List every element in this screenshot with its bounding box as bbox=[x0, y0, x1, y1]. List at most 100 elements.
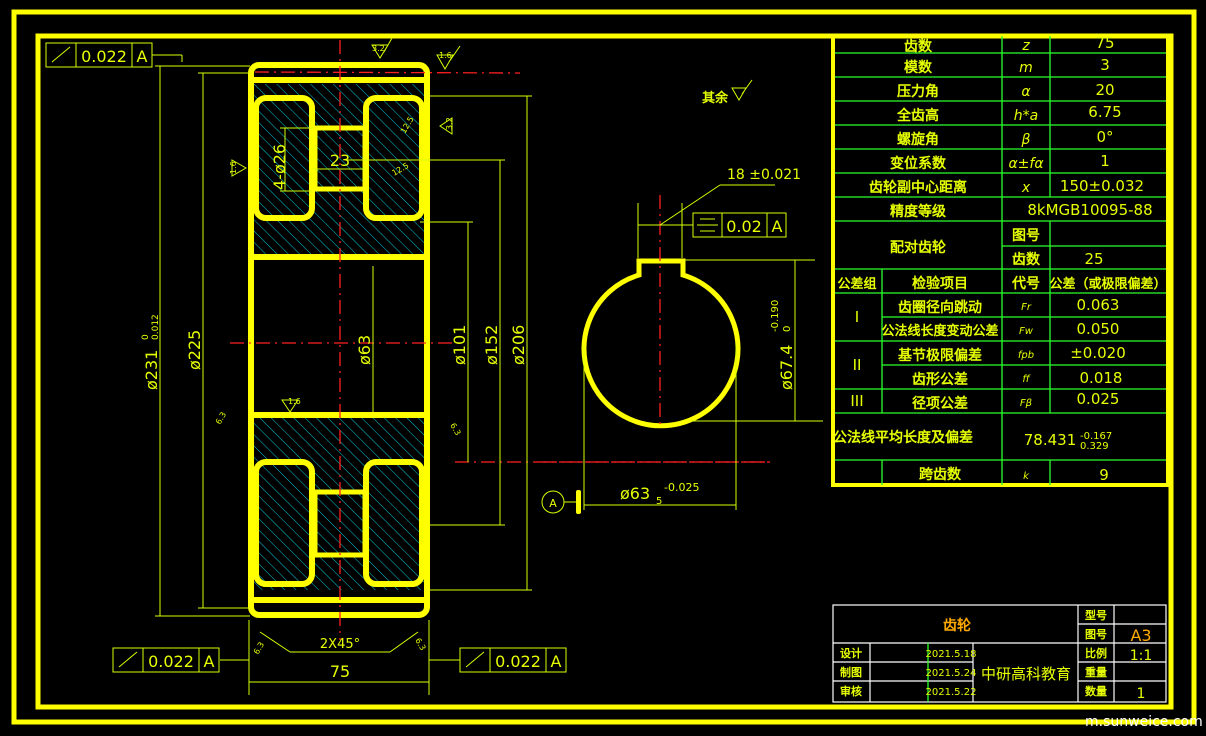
param-label: 螺旋角 bbox=[897, 131, 939, 148]
role-label: 设计 bbox=[840, 646, 862, 660]
inspection-value: 0.025 bbox=[1077, 390, 1120, 408]
roughness-icon bbox=[281, 399, 299, 413]
dim-23: 23 bbox=[330, 151, 350, 170]
param-symbol: β bbox=[1021, 132, 1031, 148]
roughness-value: 6.3 bbox=[448, 422, 462, 438]
qty-label: 数量 bbox=[1085, 684, 1107, 698]
roughness-value: 1.6 bbox=[229, 161, 238, 174]
param-value: 150±0.032 bbox=[1060, 177, 1144, 195]
dim-d231-upper: 0 bbox=[141, 334, 151, 340]
weight-label: 重量 bbox=[1085, 665, 1107, 679]
group-number: III bbox=[850, 392, 863, 410]
roughness-value: 6.3 bbox=[413, 637, 427, 653]
role-date: 2021.5.24 bbox=[926, 668, 977, 679]
roughness-value: 3.2 bbox=[445, 117, 454, 130]
param-symbol: α bbox=[1021, 84, 1031, 100]
runout-tolerance-frame: 0.022 A bbox=[459, 647, 567, 673]
datum-letter: A bbox=[772, 217, 783, 236]
drawing-size: A3 bbox=[1130, 626, 1151, 645]
inspection-code: Fβ bbox=[1020, 398, 1033, 409]
runout-tolerance-frame: 0.022 A bbox=[45, 42, 153, 68]
roughness-icon bbox=[231, 159, 248, 177]
runout-arrow-icon bbox=[51, 46, 71, 63]
common-normal-value: 78.431 bbox=[1024, 431, 1077, 449]
accuracy-label: 精度等级 bbox=[890, 203, 947, 220]
roughness-value: 6.3 bbox=[252, 640, 266, 656]
group-number: II bbox=[853, 356, 862, 374]
param-symbol: m bbox=[1019, 60, 1033, 76]
runout-value: 0.022 bbox=[148, 652, 194, 671]
group-number: I bbox=[855, 308, 859, 326]
param-symbol: α±fα bbox=[1008, 156, 1044, 172]
dim-d63: ø63 bbox=[355, 335, 374, 365]
key-width-dim: 18 ±0.021 bbox=[727, 167, 801, 183]
key-depth-dim: ø67.4 bbox=[777, 345, 796, 390]
role-label: 制图 bbox=[840, 665, 862, 679]
param-value: 20 bbox=[1095, 81, 1114, 99]
symmetry-value: 0.02 bbox=[726, 217, 762, 236]
common-normal-upper: -0.167 bbox=[1080, 431, 1112, 442]
symmetry-tolerance-frame: 0.02 A bbox=[692, 212, 787, 238]
key-depth-lower: 0 bbox=[782, 326, 793, 332]
inspection-item: 公法线长度变动公差 bbox=[881, 323, 998, 339]
param-value: 3 bbox=[1100, 56, 1110, 74]
title-block: 齿轮 型号 图号 比例 重量 数量 设计 制图 审核 2021.5.18 202… bbox=[832, 604, 1167, 703]
param-symbol: z bbox=[1021, 38, 1030, 54]
scale-value: 1:1 bbox=[1130, 648, 1153, 664]
gear-section-view: 0.022 A 0.022 A 0.022 A ø231 0 0.012 ø22… bbox=[45, 37, 770, 695]
param-label: 变位系数 bbox=[890, 155, 947, 172]
roughness-value: 3.2 bbox=[372, 44, 385, 53]
inspection-code: Fw bbox=[1019, 326, 1034, 337]
dim-width: 75 bbox=[330, 662, 350, 681]
outer-frame bbox=[11, 9, 1197, 725]
runout-value: 0.022 bbox=[495, 652, 541, 671]
roughness-icon bbox=[436, 45, 461, 71]
role-date: 2021.5.18 bbox=[926, 649, 977, 660]
common-normal-label: 公法线平均长度及偏差 bbox=[833, 429, 973, 446]
inspection-value: 0.018 bbox=[1080, 369, 1123, 387]
inspection-value: 0.063 bbox=[1077, 296, 1120, 314]
dim-d225: ø225 bbox=[185, 330, 204, 370]
runout-value: 0.022 bbox=[81, 47, 127, 66]
param-symbol: x bbox=[1021, 180, 1031, 196]
span-value: 9 bbox=[1099, 466, 1109, 484]
inner-frame bbox=[35, 33, 1174, 710]
part-name: 齿轮 bbox=[943, 617, 971, 634]
param-value: 6.75 bbox=[1088, 103, 1121, 121]
role-label: 审核 bbox=[840, 684, 862, 698]
roughness-icon bbox=[371, 37, 393, 59]
gear-parameter-table: 齿数 模数 压力角 全齿高 螺旋角 变位系数 齿轮副中心距离 精度等级 配对齿轮… bbox=[831, 34, 1170, 487]
mating-teeth-label: 齿数 bbox=[1012, 251, 1041, 268]
datum-letter: A bbox=[137, 47, 148, 66]
bore-deviation: -0.025 bbox=[664, 481, 699, 494]
param-label: 压力角 bbox=[897, 83, 939, 100]
inspection-item: 径项公差 bbox=[912, 395, 968, 412]
watermark: m.sunweice.com bbox=[1085, 714, 1203, 730]
inspection-header: 公差（或极限偏差） bbox=[1049, 276, 1166, 292]
roughness-value: 1.6 bbox=[439, 51, 452, 60]
inspection-code: ff bbox=[1022, 374, 1031, 385]
roughness-value: 1.6 bbox=[288, 397, 301, 406]
scale-label: 比例 bbox=[1085, 646, 1107, 660]
param-value: 1 bbox=[1100, 152, 1110, 170]
key-depth-upper: -0.190 bbox=[770, 300, 781, 332]
inspection-value: ±0.020 bbox=[1070, 344, 1126, 362]
qty-value: 1 bbox=[1137, 686, 1146, 702]
bore-dim: ø63 bbox=[620, 484, 650, 503]
span-label: 跨齿数 bbox=[919, 466, 962, 483]
param-label: 模数 bbox=[904, 59, 933, 76]
inspection-code: fpb bbox=[1018, 350, 1034, 361]
runout-arrow-icon bbox=[465, 651, 485, 668]
drawing-label: 图号 bbox=[1085, 628, 1107, 641]
param-value: 75 bbox=[1095, 34, 1114, 52]
param-symbol: h*a bbox=[1014, 108, 1038, 124]
dim-holes: 4-ø26 bbox=[270, 144, 289, 190]
param-label: 全齿高 bbox=[896, 107, 939, 124]
bore-with-keyway bbox=[581, 258, 741, 429]
dim-chamfer: 2X45° bbox=[320, 637, 360, 652]
inspection-header: 公差组 bbox=[837, 276, 876, 292]
inspection-item: 基节极限偏差 bbox=[898, 347, 982, 364]
symmetry-icon bbox=[697, 218, 718, 232]
bore-sub: 5 bbox=[656, 496, 662, 507]
